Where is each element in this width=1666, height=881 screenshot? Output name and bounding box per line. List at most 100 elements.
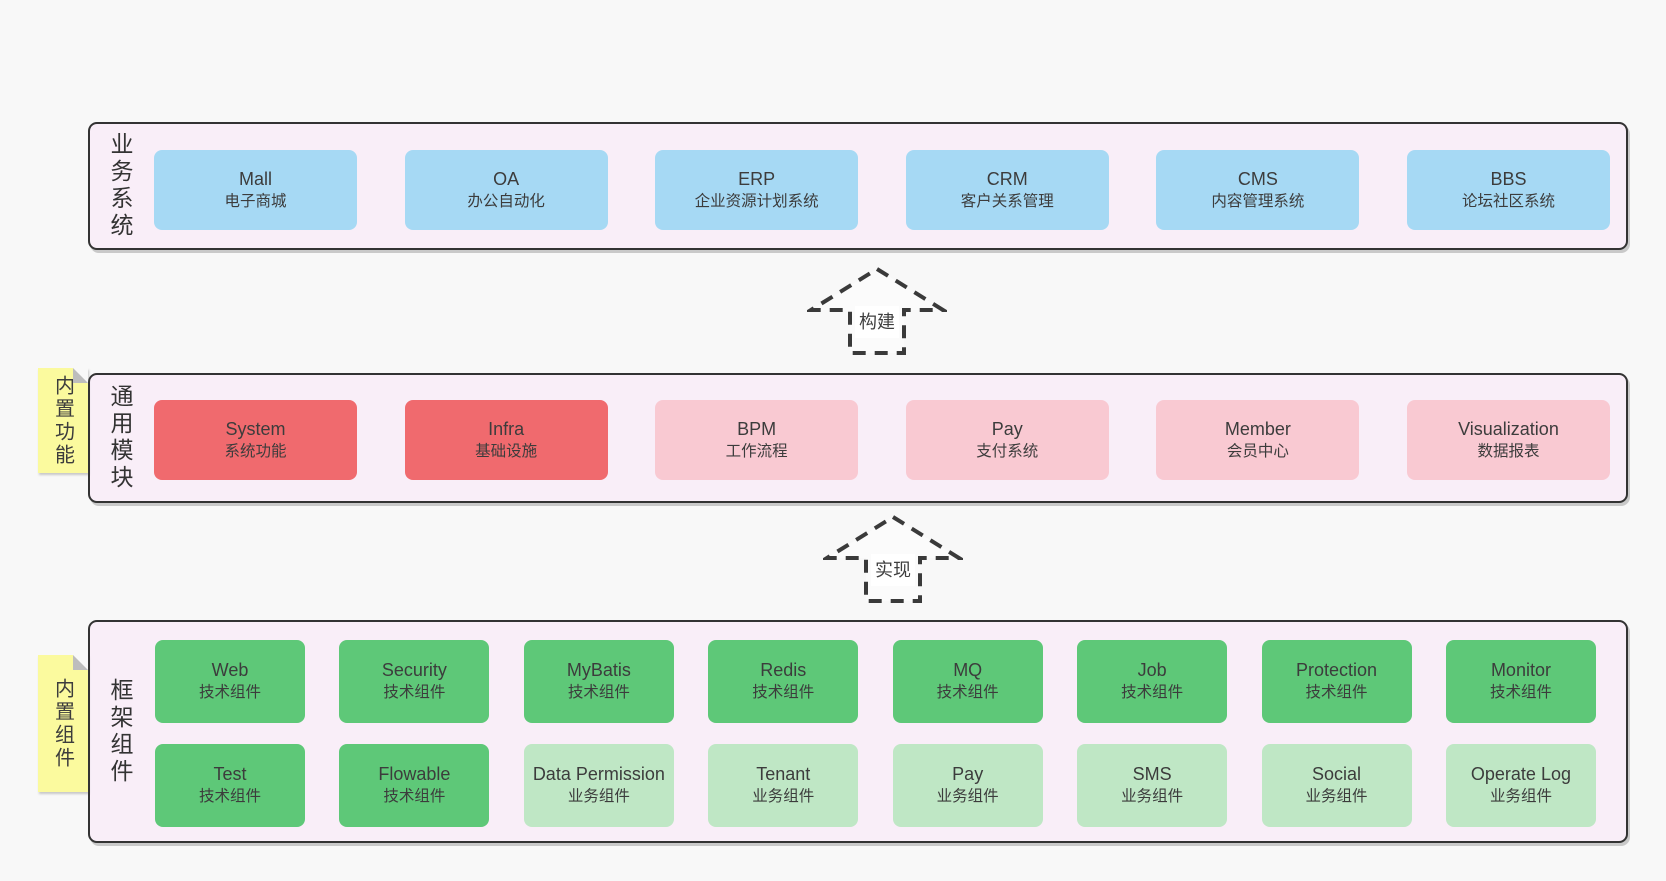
box-title-en: Social (1312, 764, 1362, 785)
up-arrow-implement: 实现 (823, 513, 963, 605)
box-title-en: Monitor (1490, 660, 1551, 681)
component-box-data-permission: Data Permission 业务组件 (523, 744, 674, 827)
system-box-erp: ERP 企业资源计划系统 (655, 150, 859, 230)
box-title-en: Data Permission (532, 764, 665, 785)
modules-box-row: System 系统功能 Infra 基础设施 BPM 工作流程 Pay 支付系统… (154, 400, 1610, 480)
module-box-system: System 系统功能 (154, 400, 357, 480)
box-subtitle-zh: 技术组件 (383, 788, 446, 806)
component-box-pay: Pay 业务组件 (892, 744, 1043, 827)
box-title-en: Tenant (756, 764, 811, 785)
box-title-en: System (225, 418, 286, 439)
box-title-en: Member (1224, 418, 1291, 439)
box-subtitle-zh: 工作流程 (725, 442, 788, 460)
business-systems-band: 业务系统 Mall 电子商城 OA 办公自动化 ERP 企业资源计划系统 CRM… (88, 122, 1628, 250)
box-title-en: CMS (1237, 168, 1278, 189)
box-subtitle-zh: 电子商城 (224, 192, 287, 210)
box-subtitle-zh: 会员中心 (1226, 442, 1289, 460)
box-title-en: Web (211, 660, 249, 681)
box-subtitle-zh: 基础设施 (475, 442, 538, 460)
box-title-en: Operate Log (1470, 764, 1571, 785)
box-title-en: ERP (738, 168, 776, 189)
module-box-member: Member 会员中心 (1156, 400, 1360, 480)
module-box-infra: Infra 基础设施 (404, 400, 608, 480)
box-subtitle-zh: 论坛社区系统 (1461, 192, 1555, 210)
component-box-sms: SMS 业务组件 (1077, 744, 1228, 827)
framework-box-row-2: Test 技术组件 Flowable 技术组件 Data Permission … (155, 744, 1596, 827)
box-title-en: Security (381, 660, 447, 681)
module-box-bpm: BPM 工作流程 (655, 400, 859, 480)
box-subtitle-zh: 企业资源计划系统 (694, 192, 819, 210)
box-subtitle-zh: 业务组件 (1121, 788, 1184, 806)
system-box-mall: Mall 电子商城 (154, 150, 357, 230)
box-title-en: MQ (953, 660, 983, 681)
box-subtitle-zh: 业务组件 (1305, 788, 1368, 806)
box-subtitle-zh: 技术组件 (936, 684, 999, 702)
component-box-social: Social 业务组件 (1261, 744, 1412, 827)
system-box-cms: CMS 内容管理系统 (1156, 150, 1360, 230)
module-box-visualization: Visualization 数据报表 (1406, 400, 1610, 480)
framework-box-row-1: Web 技术组件 Security 技术组件 MyBatis 技术组件 Redi… (155, 640, 1596, 723)
box-title-en: Pay (991, 418, 1023, 439)
box-subtitle-zh: 技术组件 (198, 684, 261, 702)
sticky-label: 内置功能 (51, 374, 74, 467)
box-title-en: MyBatis (566, 660, 631, 681)
box-title-en: Job (1137, 660, 1167, 681)
box-subtitle-zh: 技术组件 (198, 788, 261, 806)
sticky-label: 内置组件 (51, 677, 74, 770)
arrow-label-build: 构建 (855, 306, 899, 338)
box-subtitle-zh: 技术组件 (1305, 684, 1368, 702)
box-title-en: BBS (1490, 168, 1527, 189)
band-title-framework: 框架组件 (107, 677, 133, 786)
box-title-en: Infra (488, 418, 525, 439)
component-box-flowable: Flowable 技术组件 (339, 744, 490, 827)
module-box-pay: Pay 支付系统 (905, 400, 1109, 480)
up-arrow-build: 构建 (807, 265, 947, 357)
box-subtitle-zh: 技术组件 (1489, 684, 1552, 702)
band-title-business: 业务系统 (107, 132, 133, 240)
component-box-web: Web 技术组件 (155, 640, 305, 723)
box-title-en: OA (493, 168, 520, 189)
framework-components-band: 框架组件 Web 技术组件 Security 技术组件 MyBatis 技术组件… (88, 620, 1628, 843)
common-modules-band: 通用模块 System 系统功能 Infra 基础设施 BPM 工作流程 Pay… (88, 373, 1628, 503)
system-box-oa: OA 办公自动化 (404, 150, 608, 230)
box-title-en: Redis (760, 660, 807, 681)
system-box-crm: CRM 客户关系管理 (905, 150, 1109, 230)
component-box-test: Test 技术组件 (155, 744, 305, 827)
sticky-note-built-in-components: 内置组件 (38, 655, 88, 792)
component-box-redis: Redis 技术组件 (708, 640, 859, 723)
box-subtitle-zh: 数据报表 (1477, 442, 1540, 460)
box-title-en: Flowable (378, 764, 451, 785)
box-title-en: SMS (1132, 764, 1172, 785)
box-subtitle-zh: 办公自动化 (467, 192, 545, 210)
box-title-en: BPM (737, 418, 777, 439)
box-subtitle-zh: 业务组件 (752, 788, 815, 806)
component-box-monitor: Monitor 技术组件 (1445, 640, 1596, 723)
sticky-note-built-in-features: 内置功能 (38, 368, 88, 473)
box-subtitle-zh: 支付系统 (976, 442, 1039, 460)
box-title-en: CRM (986, 168, 1028, 189)
component-box-mybatis: MyBatis 技术组件 (523, 640, 674, 723)
box-subtitle-zh: 业务组件 (1489, 788, 1552, 806)
box-subtitle-zh: 技术组件 (1121, 684, 1184, 702)
component-box-job: Job 技术组件 (1077, 640, 1228, 723)
arrow-label-implement: 实现 (871, 554, 915, 586)
box-subtitle-zh: 技术组件 (567, 684, 630, 702)
box-subtitle-zh: 内容管理系统 (1211, 192, 1305, 210)
box-title-en: Mall (238, 168, 272, 189)
component-box-operate-log: Operate Log 业务组件 (1445, 744, 1596, 827)
component-box-security: Security 技术组件 (339, 640, 490, 723)
component-box-protection: Protection 技术组件 (1261, 640, 1412, 723)
business-box-row: Mall 电子商城 OA 办公自动化 ERP 企业资源计划系统 CRM 客户关系… (154, 150, 1610, 230)
box-subtitle-zh: 技术组件 (383, 684, 446, 702)
box-subtitle-zh: 技术组件 (752, 684, 815, 702)
system-box-bbs: BBS 论坛社区系统 (1406, 150, 1610, 230)
box-subtitle-zh: 业务组件 (567, 788, 630, 806)
component-box-tenant: Tenant 业务组件 (708, 744, 859, 827)
box-subtitle-zh: 客户关系管理 (960, 192, 1054, 210)
box-title-en: Test (213, 764, 247, 785)
box-subtitle-zh: 业务组件 (936, 788, 999, 806)
box-subtitle-zh: 系统功能 (224, 442, 287, 460)
component-box-mq: MQ 技术组件 (892, 640, 1043, 723)
band-title-modules: 通用模块 (107, 384, 133, 492)
box-title-en: Protection (1296, 660, 1378, 681)
